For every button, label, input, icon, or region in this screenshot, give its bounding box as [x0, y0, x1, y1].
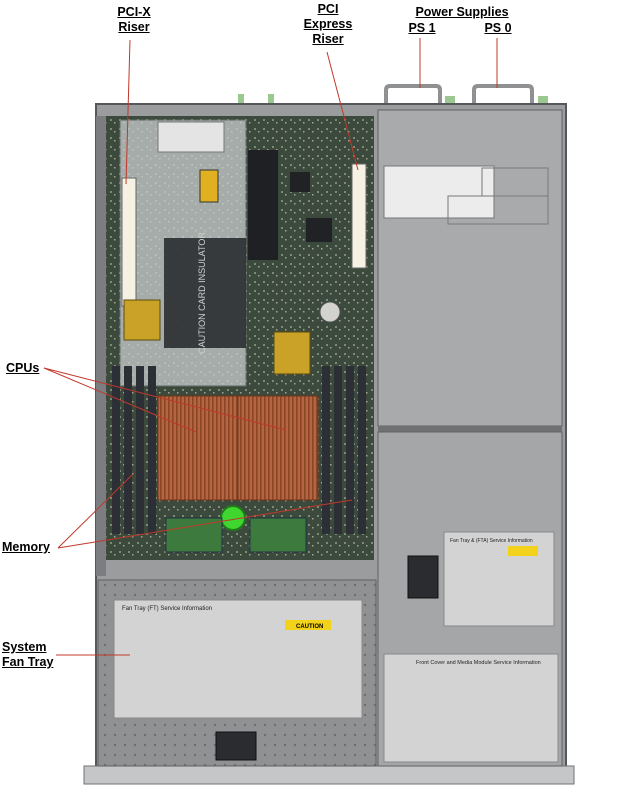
- label-pcix-riser: PCI-X Riser: [110, 5, 158, 35]
- rear-tab: [268, 94, 274, 104]
- leader-cpu-1: [43, 367, 287, 431]
- leader-memory-0: [57, 473, 134, 549]
- label-ps0: PS 0: [484, 21, 512, 35]
- chipset-heatsink: [248, 150, 278, 260]
- cpu-heatsink-1: [237, 395, 319, 501]
- front-cover-card: [383, 653, 559, 763]
- ps-label-sticker: [383, 165, 495, 219]
- leader-pcie: [326, 51, 359, 171]
- fan-module-card-title: Fan Tray & (FTA) Service Information: [450, 538, 533, 544]
- chassis-side-rail: [96, 116, 106, 576]
- rear-tab: [238, 94, 244, 104]
- label-pcix-line1: PCI-X: [117, 5, 151, 19]
- label-pcie-riser: PCI Express Riser: [297, 2, 359, 47]
- label-memory: Memory: [2, 540, 50, 554]
- front-bezel: [83, 765, 575, 785]
- label-pcix-line2: Riser: [118, 20, 150, 34]
- cpu-insulator: [164, 238, 246, 348]
- pcix-riser-slot: [121, 177, 137, 307]
- cpu-insulator-text: CAUTION CARD INSULATOR: [197, 232, 207, 354]
- ps-vent: [447, 195, 549, 225]
- board-chip: [290, 172, 310, 192]
- memory-module-low: [165, 517, 223, 553]
- power-supply-bay: [377, 109, 563, 427]
- caution-sticker: [285, 620, 331, 630]
- label-fan-line1: System: [2, 640, 47, 654]
- label-pcie-line2: Express: [303, 17, 353, 31]
- label-fan-line2: Fan Tray: [2, 655, 54, 669]
- pcix-card-chip: [199, 169, 219, 203]
- front-cover-card-title: Front Cover and Media Module Service Inf…: [416, 660, 541, 666]
- memory-module-low: [249, 517, 307, 553]
- board-chip: [306, 218, 332, 242]
- fan-tray-latch: [215, 731, 257, 761]
- rear-tab: [538, 96, 548, 104]
- ps1-handle: [384, 84, 442, 104]
- fan-tray-card: [113, 599, 363, 719]
- gold-vrm: [273, 331, 311, 375]
- leader-cpu-0: [43, 367, 197, 433]
- rear-tab: [445, 96, 455, 104]
- ps-divider: [378, 426, 562, 432]
- pcie-riser-slot: [351, 163, 367, 269]
- gold-vrm: [123, 299, 161, 341]
- leader-pcix: [125, 39, 131, 185]
- fan-tray-card-title: Fan Tray (FT) Service Information: [122, 606, 212, 612]
- label-pcie-line3: Riser: [312, 32, 344, 46]
- pcix-card-bracket: [157, 121, 225, 153]
- cpu-heatsink-0: [157, 395, 239, 501]
- caution-sticker: [508, 546, 538, 556]
- label-pcie-line1: PCI: [317, 2, 339, 16]
- board-capacitor: [319, 301, 341, 323]
- label-system-fan-tray: System Fan Tray: [2, 640, 53, 670]
- leader-memory-1: [57, 499, 353, 549]
- dimm-bank-left: [112, 366, 156, 534]
- leader-lines: [43, 38, 498, 656]
- label-ps1: PS 1: [408, 21, 436, 35]
- dimm-bank-right: [322, 366, 366, 534]
- ps0-handle: [472, 84, 534, 104]
- label-power-supplies: Power Supplies: [415, 5, 509, 19]
- media-latch: [407, 555, 439, 599]
- caution-text: CAUTION: [296, 624, 323, 630]
- label-cpus: CPUs: [6, 361, 40, 375]
